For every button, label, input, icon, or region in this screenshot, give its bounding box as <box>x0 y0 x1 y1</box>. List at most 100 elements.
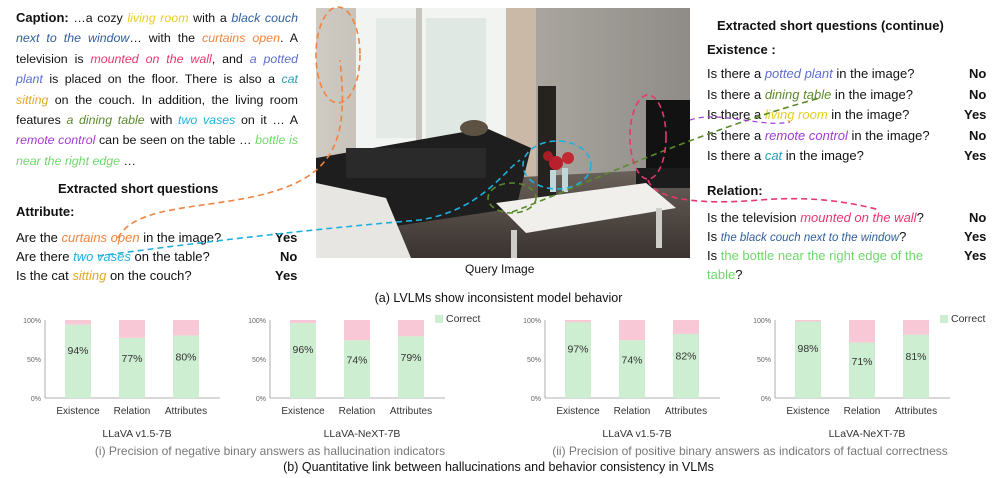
bar-correct <box>398 336 424 398</box>
bar-correct <box>795 321 821 398</box>
caption-highlight: black couch next to the window <box>16 11 298 46</box>
query-image-label: Query Image <box>465 262 535 276</box>
answer-label: No <box>969 127 987 143</box>
question-text: Is <box>707 248 721 263</box>
right-questions-title: Extracted short questions (continue) <box>717 18 944 33</box>
question-row: Is there a potted plant in the image? <box>707 66 914 81</box>
legend-label: Correct <box>951 313 986 325</box>
question-text: in the image? <box>832 66 915 81</box>
answer-label: No <box>969 210 987 225</box>
caption-segment: . A television is <box>16 31 298 66</box>
caption-highlight: a dining table <box>66 113 145 128</box>
question-text: Are the <box>16 230 62 245</box>
bar-value-label: 94% <box>67 345 88 357</box>
category-label: Existence <box>556 406 600 417</box>
bar-value-label: 81% <box>905 351 926 363</box>
caption-label: Caption: <box>16 10 69 25</box>
answer-label: No <box>280 249 298 264</box>
living-room-photo <box>316 8 690 258</box>
question-highlight: the bottle near the right edge of the <box>720 248 924 263</box>
bar-incorrect <box>290 320 316 324</box>
question-row: table? <box>707 267 742 282</box>
question-text: Is the television <box>707 210 801 225</box>
question-row: Is the bottle near the right edge of the <box>707 248 923 263</box>
bar-value-label: 80% <box>175 352 196 364</box>
question-text: on the couch? <box>106 268 192 283</box>
existence-section-label: Existence : <box>707 42 776 57</box>
question-highlight: cat <box>764 148 783 163</box>
question-text: Is there a <box>707 107 765 122</box>
bar-correct <box>673 334 699 398</box>
question-row: Is there a dining table in the image? <box>707 87 913 102</box>
y-tick-label: 0% <box>531 396 541 403</box>
bar-value-label: 98% <box>797 343 818 355</box>
bar-correct <box>344 340 370 398</box>
question-text: Is <box>707 229 721 244</box>
question-row: Are there two vases on the table? <box>16 249 210 264</box>
category-label: Relation <box>114 406 151 417</box>
bar-value-label: 82% <box>675 351 696 363</box>
caption-segment: … with the <box>129 31 202 46</box>
bar-value-label: 74% <box>346 354 367 366</box>
question-row: Is there a cat in the image? <box>707 148 864 163</box>
bar-correct <box>119 337 145 398</box>
answer-label: Yes <box>964 229 987 244</box>
answer-label: No <box>969 66 987 81</box>
bar-incorrect <box>565 320 591 323</box>
y-tick-label: 0% <box>761 396 771 403</box>
bar-incorrect <box>119 320 145 338</box>
caption-segment: with <box>144 113 179 128</box>
answer-label: Yes <box>964 148 987 163</box>
connector-curves <box>97 6 881 257</box>
relation-section-label: Relation: <box>707 183 763 198</box>
caption-segment: on the couch. In addition, the living ro… <box>16 92 298 128</box>
caption-highlight: two vases <box>178 113 236 128</box>
y-tick-label: 100% <box>523 318 541 325</box>
caption-paragraph: Caption: …a cozy living room with a blac… <box>16 8 298 171</box>
answer-label: Yes <box>964 248 987 263</box>
category-label: Attributes <box>895 406 937 417</box>
bar-value-label: 79% <box>400 352 421 364</box>
y-tick-label: 100% <box>248 318 266 325</box>
question-text: in the image? <box>827 107 910 122</box>
y-tick-label: 50% <box>27 357 41 364</box>
caption-b: (b) Quantitative link between hallucinat… <box>283 460 714 474</box>
answer-label: No <box>969 86 987 102</box>
caption-segment: …a cozy <box>68 11 128 25</box>
caption-highlight: bottle is near the right edge <box>16 133 299 168</box>
bar-correct <box>849 342 875 398</box>
question-text: ? <box>916 210 924 225</box>
question-text: in the image? <box>782 148 864 163</box>
y-tick-label: 50% <box>527 357 541 364</box>
caption-highlight: mounted on the wall <box>90 51 212 66</box>
question-text: Is there a <box>707 66 765 81</box>
group-caption-i: (i) Precision of negative binary answers… <box>94 444 446 458</box>
category-label: Relation <box>844 406 881 417</box>
caption-segment: can be seen on the table … <box>95 133 256 148</box>
bar-incorrect <box>344 320 370 341</box>
question-text: in the image? <box>139 230 222 245</box>
chart-title: LLaVA v1.5-7B <box>602 428 671 440</box>
caption-segment: , and <box>211 51 250 66</box>
y-tick-label: 50% <box>252 357 266 364</box>
y-tick-label: 50% <box>757 357 771 364</box>
bar-incorrect <box>398 320 424 337</box>
category-label: Relation <box>614 406 651 417</box>
legend-swatch <box>940 315 948 323</box>
question-row: Is there a living room in the image? <box>707 107 909 122</box>
bar-incorrect <box>849 320 875 343</box>
bar-correct <box>565 322 591 398</box>
question-text: Is the cat <box>16 268 73 283</box>
question-text: Are there <box>16 249 74 264</box>
answer-label: Yes <box>964 107 987 122</box>
bar-value-label: 77% <box>121 353 142 365</box>
answer-label: Yes <box>275 268 298 283</box>
question-text: ? <box>899 229 907 244</box>
bar-incorrect <box>619 320 645 341</box>
category-label: Relation <box>339 406 376 417</box>
connector-table <box>511 97 821 213</box>
caption-segment: … <box>120 153 136 168</box>
question-text: Is there a <box>707 127 765 143</box>
question-highlight: table <box>707 267 736 282</box>
category-label: Existence <box>56 406 100 417</box>
